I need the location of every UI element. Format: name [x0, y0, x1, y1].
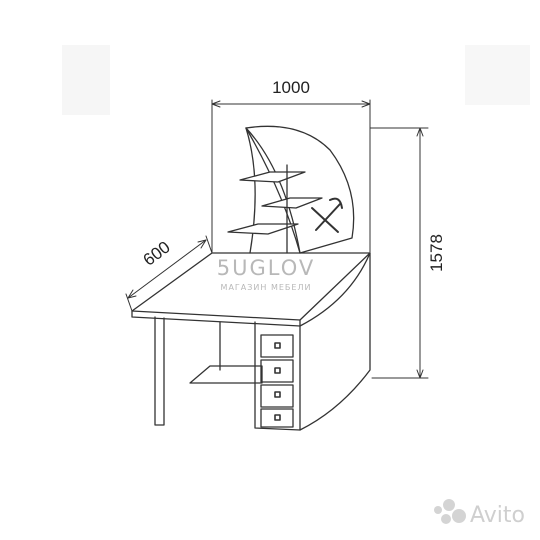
lower-shelf	[189, 365, 263, 384]
drawer-pedestal	[254, 321, 301, 431]
depth-dimension-label: 600	[140, 237, 174, 269]
dimension-lines	[125, 99, 429, 379]
shelf-bottom	[227, 223, 299, 235]
width-dimension-label: 1000	[272, 78, 310, 97]
crossed-swords-ornament	[311, 197, 343, 233]
shelf-top	[239, 171, 306, 183]
left-leg-panel	[154, 316, 165, 426]
hutch-left-fin	[245, 127, 256, 254]
desk-drawing	[125, 99, 429, 431]
background-panel-right	[465, 45, 530, 105]
avito-watermark: Avito	[470, 503, 525, 528]
pedestal-curved-side	[299, 252, 371, 431]
drawer-4	[260, 408, 294, 428]
desk-top-edge	[131, 310, 301, 327]
drawer-1	[260, 334, 294, 358]
shelf-middle	[261, 197, 323, 209]
brand-tagline: МАГАЗИН МЕБЕЛИ	[221, 283, 312, 292]
drawer-handles	[274, 342, 281, 421]
height-dimension-label: 1578	[427, 234, 446, 272]
drawer-3	[260, 384, 294, 408]
avito-logo-icon	[434, 499, 466, 524]
brand-name: 5UGLOV	[217, 256, 315, 280]
background-panel-left	[62, 45, 110, 115]
drawer-2	[260, 359, 294, 383]
